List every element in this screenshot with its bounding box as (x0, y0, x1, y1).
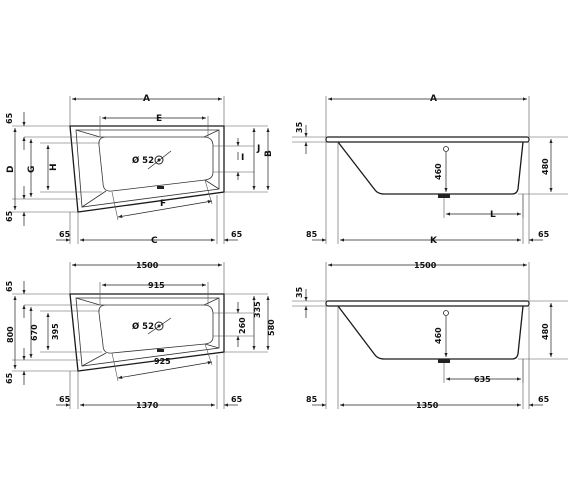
bottom-side-view: 1500 35 460 480 635 85 1350 65 (292, 261, 568, 410)
dim-g-label: G (27, 166, 37, 173)
dim-480-label: 480 (541, 158, 550, 175)
dim-f-label: F (160, 199, 166, 209)
dim-a-label: A (143, 94, 150, 104)
overflow-icon (443, 310, 449, 316)
tub-basin (98, 304, 214, 354)
dim-85-label: 85 (306, 395, 318, 404)
drain-icon (147, 150, 172, 170)
dim-635-label: 635 (474, 375, 491, 384)
dim-35-label: 35 (295, 286, 304, 298)
overflow-icon (443, 146, 449, 152)
dim-260-label: 260 (238, 317, 247, 334)
dim-65-right-label: 65 (538, 230, 550, 239)
dim-65-bottom-left: 65 (59, 230, 71, 239)
dim-1500-label: 1500 (136, 261, 159, 270)
tub-outline (69, 125, 225, 213)
tub-basin (98, 136, 214, 192)
dim-65-bottom-right: 65 (231, 230, 243, 239)
dim-65-left-top: 65 (5, 112, 14, 124)
dim-480-label: 480 (541, 323, 550, 340)
dim-580-label: 580 (267, 319, 276, 336)
dim-395-label: 395 (51, 323, 60, 340)
dim-h-label: H (49, 163, 59, 171)
dim-915-label: 915 (148, 281, 165, 290)
dim-800-label: 800 (6, 326, 15, 343)
dim-460-label: 460 (434, 163, 443, 180)
tub-profile (337, 305, 524, 360)
dim-1350-label: 1350 (416, 401, 439, 410)
dim-l-label: L (490, 210, 496, 220)
dim-e-label: E (156, 114, 162, 124)
dim-i-label: I (241, 153, 244, 163)
drain-icon (438, 359, 450, 363)
dim-460-label: 460 (434, 327, 443, 344)
dim-85-label: 85 (306, 230, 318, 239)
dim-b-label: B (264, 150, 274, 157)
dim-65-bottom-right: 65 (231, 395, 243, 404)
dim-65-left-top: 65 (5, 280, 14, 292)
dim-35-label: 35 (295, 121, 304, 133)
dim-65-left-bottom: 65 (5, 210, 14, 222)
top-side-view: A 35 460 480 L 85 K 65 (292, 94, 568, 246)
dim-65-bottom-left: 65 (59, 395, 71, 404)
overflow-icon (157, 349, 164, 352)
dim-670-label: 670 (30, 324, 39, 341)
overflow-icon (157, 186, 164, 189)
dim-k-label: K (430, 236, 438, 246)
dim-d-label: D (6, 166, 16, 173)
tub-rim-profile (325, 136, 530, 143)
dim-925-label: 925 (154, 357, 171, 366)
drain-icon (147, 317, 172, 335)
tub-rim-profile (325, 300, 530, 307)
dim-j-label: J (256, 144, 260, 154)
drain-label: Ø 52 (132, 321, 154, 332)
bottom-plan-view: Ø 52 1500 915 65 800 670 395 65 (5, 261, 276, 410)
dim-1370-label: 1370 (136, 401, 159, 410)
dim-c-label: C (151, 236, 158, 246)
dim-65-right-label: 65 (538, 395, 550, 404)
dim-1500-label: 1500 (414, 261, 437, 270)
drain-icon (438, 194, 450, 198)
tub-outline (69, 293, 225, 372)
dim-335-label: 335 (253, 301, 262, 318)
top-plan-view: Ø 52 A E 65 D G H 65 (5, 94, 274, 246)
tub-profile (337, 141, 524, 195)
dim-a-label: A (430, 94, 437, 104)
dim-65-left-bottom: 65 (5, 372, 14, 384)
drain-label: Ø 52 (132, 155, 154, 166)
